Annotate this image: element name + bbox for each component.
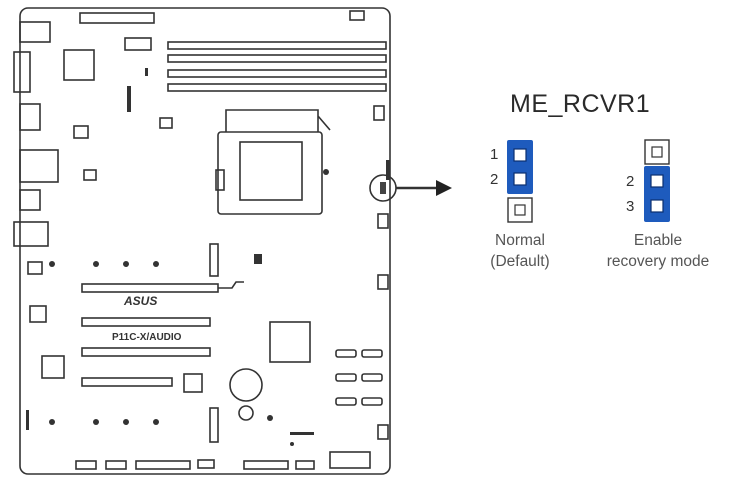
chip-1	[63, 49, 95, 81]
bottom-header-3	[135, 460, 191, 470]
right-arrow-icon	[436, 180, 452, 196]
sata-port-3	[335, 373, 357, 382]
caption-recovery-line2: recovery mode	[606, 253, 710, 270]
right-pin-label-2: 2	[626, 173, 635, 190]
cpu-socket-outer	[217, 131, 323, 215]
right-header-3	[377, 274, 389, 290]
battery-holder	[238, 405, 254, 421]
sata-port-2	[361, 349, 383, 358]
right-header-4	[377, 424, 389, 440]
top-right-header	[349, 10, 365, 21]
bottom-header-5	[243, 460, 289, 470]
pcie-slot-1-latch	[218, 281, 244, 289]
io-port-5	[13, 221, 49, 247]
jumper-cap-recovery	[644, 166, 670, 222]
caption-recovery: Enable recovery mode	[590, 230, 726, 272]
jumper-cap-normal	[507, 140, 533, 194]
pin-1-recovery	[651, 146, 663, 158]
pin-2-recovery	[650, 174, 664, 188]
pcie-slot-4	[81, 377, 173, 387]
chip-5	[41, 355, 65, 379]
chip-6	[183, 373, 203, 393]
pin-1-normal	[513, 148, 527, 162]
bottom-header-4	[197, 459, 215, 469]
dimm-slot-3	[167, 69, 387, 78]
io-port-4	[19, 189, 41, 211]
cpu-socket-lever	[225, 109, 331, 132]
right-pin-label-3: 3	[626, 198, 635, 215]
chip-3	[83, 169, 97, 181]
cpu-socket-inner	[239, 141, 303, 201]
pin-3-normal	[514, 204, 526, 216]
cpu-fan-header	[124, 37, 152, 51]
dimm-slot-2	[167, 54, 387, 63]
jumper-title: ME_RCVR1	[510, 90, 651, 118]
dimm-slot-4	[167, 83, 387, 92]
chip-2	[73, 125, 89, 139]
jumper-normal	[507, 140, 533, 223]
io-port-2	[19, 103, 41, 131]
chip-4	[159, 117, 173, 129]
right-header-1	[373, 105, 385, 121]
io-port-6	[27, 261, 43, 275]
right-header-2	[377, 213, 389, 229]
board-outline	[19, 7, 391, 475]
left-pin-label-1: 1	[490, 146, 499, 163]
pin-2-normal	[513, 172, 527, 186]
cmos-battery	[229, 368, 263, 402]
io-port-1	[19, 21, 51, 43]
sata-port-1	[335, 349, 357, 358]
caption-recovery-line1: Enable	[633, 232, 683, 249]
caption-normal: Normal (Default)	[470, 230, 570, 272]
sata-port-4	[361, 373, 383, 382]
pin-3-recovery	[650, 199, 664, 213]
dimm-slot-1	[167, 41, 387, 50]
board-model: P11C-X/AUDIO	[112, 332, 182, 343]
bottom-header-7	[329, 451, 371, 469]
pcie-slot-2	[81, 317, 211, 327]
board-brand: ASUS	[124, 294, 158, 308]
vga-port	[13, 51, 31, 93]
m2-slot-1	[209, 243, 219, 277]
sata-port-5	[335, 397, 357, 406]
jumper-recovery	[644, 139, 670, 222]
atx-power-connector	[79, 12, 155, 24]
bottom-header-1	[75, 460, 97, 470]
left-pin-label-2: 2	[490, 171, 499, 188]
io-port-3	[19, 149, 59, 183]
pcie-slot-3	[81, 347, 211, 357]
cpu-retention-left	[215, 169, 225, 191]
caption-normal-line1: Normal	[495, 232, 545, 249]
pch-chip	[269, 321, 311, 363]
bottom-header-6	[295, 460, 315, 470]
pcie-slot-1	[81, 283, 219, 293]
m2-slot-2	[209, 407, 219, 443]
sata-port-6	[361, 397, 383, 406]
io-port-7	[29, 305, 47, 323]
caption-normal-line2: (Default)	[490, 253, 550, 270]
bottom-header-2	[105, 460, 127, 470]
